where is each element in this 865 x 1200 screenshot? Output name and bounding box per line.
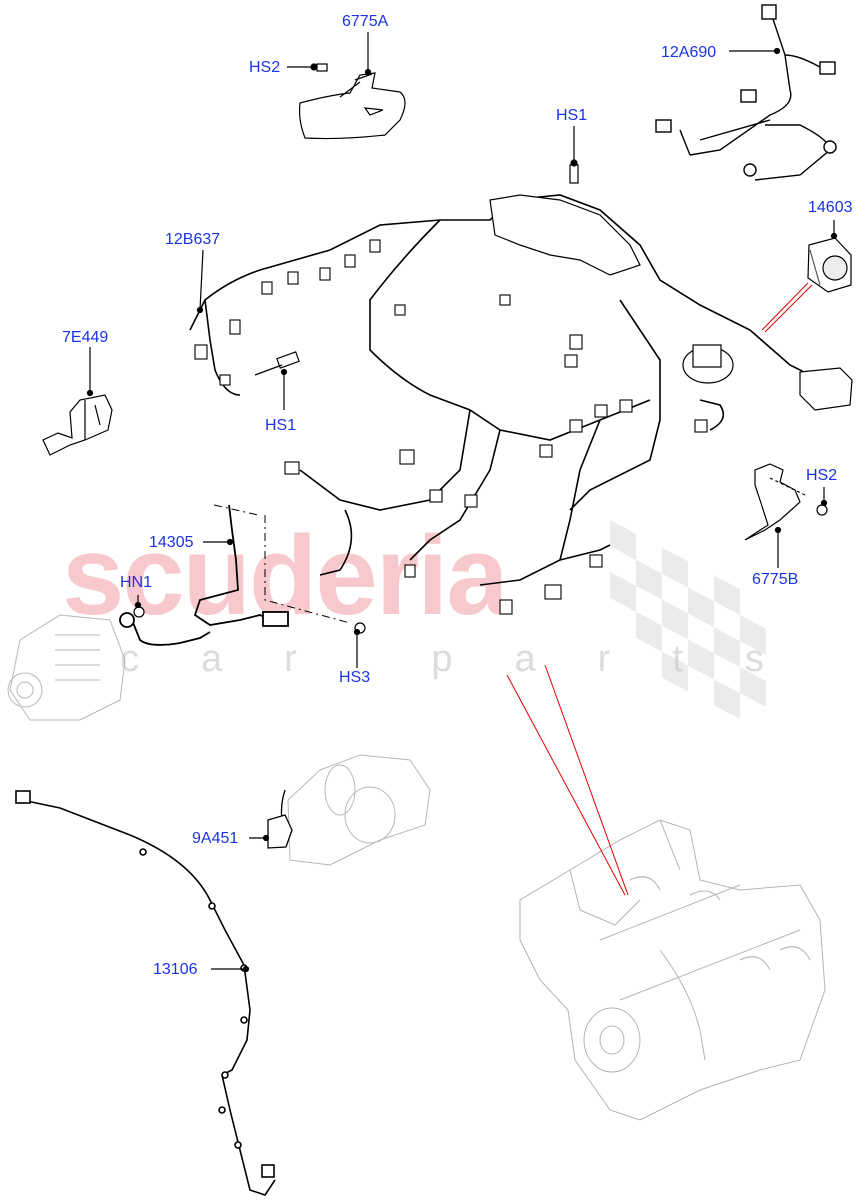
callout-6775B[interactable]: 6775B bbox=[752, 571, 799, 588]
callout-14305[interactable]: 14305 bbox=[149, 534, 194, 551]
callout-HN1[interactable]: HN1 bbox=[120, 574, 153, 591]
hs1-bolt-mid bbox=[254, 351, 300, 376]
callout-14603[interactable]: 14603 bbox=[808, 199, 853, 216]
callout-12A690[interactable]: 12A690 bbox=[661, 44, 717, 61]
hs2-screw-top bbox=[310, 63, 328, 72]
callout-13106[interactable]: 13106 bbox=[153, 961, 198, 978]
harness-connectors bbox=[194, 239, 708, 615]
hs1-bolt-top bbox=[569, 159, 579, 184]
callout-HS3[interactable]: HS3 bbox=[339, 669, 371, 686]
harness-grommet-round bbox=[682, 344, 734, 384]
part-7E449-bracket bbox=[42, 394, 113, 456]
callout-6775A[interactable]: 6775A bbox=[342, 13, 389, 30]
engine-block-ghost bbox=[519, 819, 826, 1121]
part-13106-harness bbox=[15, 790, 276, 1196]
alternator-ghost bbox=[7, 614, 126, 721]
part-6775B-bracket bbox=[744, 463, 806, 541]
harness-fuse-box bbox=[799, 367, 853, 411]
callout-HS2-top[interactable]: HS2 bbox=[249, 59, 281, 76]
callout-HS1-top[interactable]: HS1 bbox=[556, 107, 588, 124]
harness-bracket-plate bbox=[489, 194, 641, 276]
dashed-alignment-lines bbox=[213, 504, 351, 624]
part-12A690-harness bbox=[655, 4, 837, 181]
hn1-nut bbox=[133, 606, 145, 618]
part-14603-grommet bbox=[807, 237, 852, 293]
part-9A451-connector bbox=[267, 789, 293, 849]
callout-HS1-mid[interactable]: HS1 bbox=[265, 417, 297, 434]
callout-9A451[interactable]: 9A451 bbox=[192, 830, 239, 847]
checkered-flag-watermark bbox=[610, 520, 766, 720]
watermark-car-parts: car parts bbox=[120, 638, 826, 680]
part-14305-alternator-cable bbox=[119, 504, 289, 646]
part-6775A-heat-shield bbox=[298, 72, 406, 140]
callout-12B637[interactable]: 12B637 bbox=[165, 231, 221, 248]
starter-motor-ghost bbox=[287, 754, 431, 866]
callout-7E449[interactable]: 7E449 bbox=[62, 329, 109, 346]
callout-HS2-right[interactable]: HS2 bbox=[806, 467, 838, 484]
leader-lines bbox=[86, 32, 838, 973]
hs2-screw-right bbox=[816, 504, 828, 516]
reference-lines bbox=[506, 282, 813, 896]
